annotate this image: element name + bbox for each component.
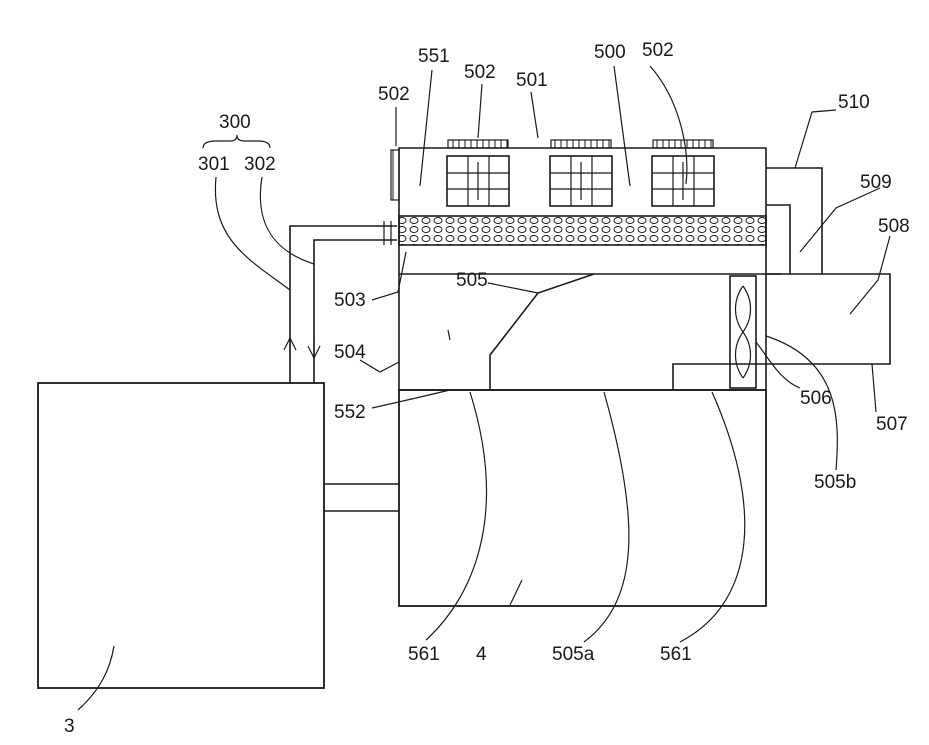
label-551: 551 <box>418 46 450 67</box>
label-505b: 505b <box>814 472 856 493</box>
label-300: 300 <box>219 112 251 133</box>
label-4: 4 <box>476 644 487 665</box>
connector-3-4 <box>324 484 399 511</box>
label-302: 302 <box>244 154 276 175</box>
label-3: 3 <box>64 716 75 737</box>
label-500: 500 <box>594 42 626 63</box>
box-3 <box>38 383 324 688</box>
label-561-right: 561 <box>660 644 692 665</box>
label-502-left: 502 <box>378 84 410 105</box>
label-301: 301 <box>198 154 230 175</box>
label-508: 508 <box>878 216 910 237</box>
label-504: 504 <box>334 342 366 363</box>
label-507: 507 <box>876 414 908 435</box>
modules-551 <box>447 156 714 206</box>
unit-500 <box>399 148 890 390</box>
label-501: 501 <box>516 70 548 91</box>
label-505a: 505a <box>552 644 595 665</box>
filter-503 <box>399 216 766 245</box>
label-506: 506 <box>800 388 832 409</box>
heat-sinks-502 <box>391 140 713 200</box>
label-502-b: 502 <box>642 40 674 61</box>
label-502-a: 502 <box>464 62 496 83</box>
label-552: 552 <box>334 402 366 423</box>
up-arrow-icon <box>284 338 296 360</box>
label-561-left: 561 <box>408 644 440 665</box>
bracket-300 <box>203 135 270 148</box>
label-509: 509 <box>860 172 892 193</box>
fan-506 <box>730 276 756 388</box>
label-505: 505 <box>456 270 488 291</box>
label-510: 510 <box>838 92 870 113</box>
box-4 <box>399 390 766 606</box>
down-arrow-icon <box>308 336 320 358</box>
label-503: 503 <box>334 290 366 311</box>
